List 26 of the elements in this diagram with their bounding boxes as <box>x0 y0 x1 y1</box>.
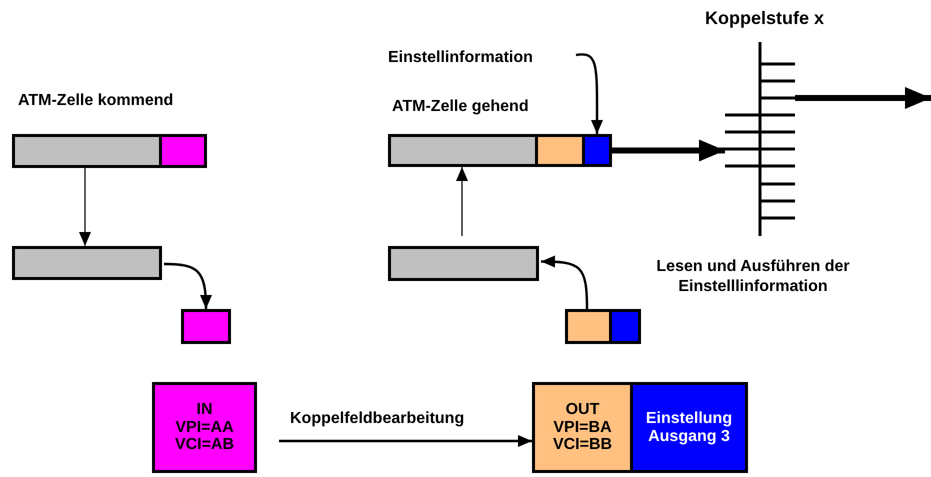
edge-label: Koppelfeldbearbeitung <box>288 410 466 428</box>
cell-segment <box>565 309 612 344</box>
cell-segment <box>181 309 231 344</box>
arrow <box>456 167 468 236</box>
cell-caption: ATM-Zelle gehend <box>392 98 529 116</box>
arrow <box>540 256 588 310</box>
thick-arrow <box>612 140 725 162</box>
cell-content-box: Einstellung Ausgang 3 <box>630 382 748 473</box>
arrow <box>79 168 91 246</box>
note-text: Lesen und Ausführen der Einstelllinformation <box>655 257 851 297</box>
cell-segment <box>12 246 162 280</box>
cell-content-box: IN VPI=AA VCI=AB <box>152 382 257 473</box>
arrow <box>279 435 532 447</box>
cell-segment <box>12 134 162 168</box>
thick-arrow <box>795 87 931 109</box>
annotation-text: Einstellinformation <box>388 46 574 70</box>
cell-segment <box>388 246 539 281</box>
switch-title: Koppelstufe x <box>705 8 824 29</box>
cell-segment <box>388 134 538 167</box>
cell-content-box: OUT VPI=BA VCI=BB <box>532 382 633 473</box>
cell-segment <box>582 134 612 167</box>
cell-segment <box>535 134 585 167</box>
arrow <box>164 262 212 310</box>
cell-caption: ATM-Zelle kommend <box>18 92 174 110</box>
cell-segment <box>159 134 207 168</box>
cell-segment <box>609 309 641 344</box>
